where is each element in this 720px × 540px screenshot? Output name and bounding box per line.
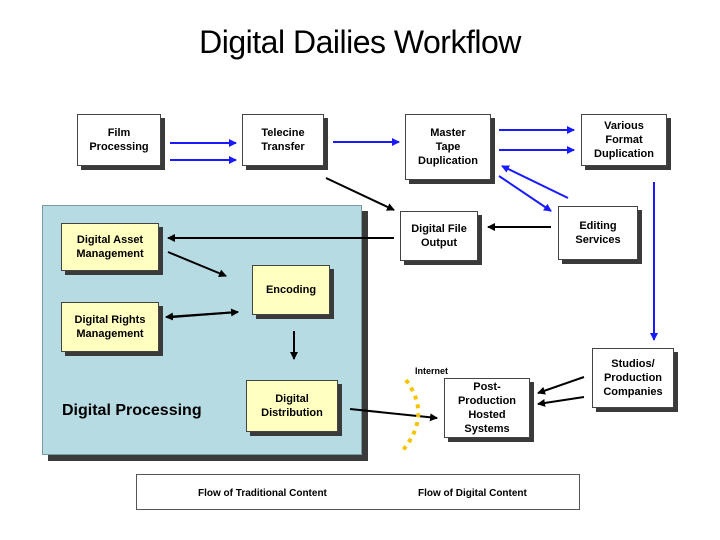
legend-traditional-label: Flow of Traditional Content xyxy=(198,488,327,499)
arrow-encoding-to-rights xyxy=(165,311,239,321)
film-processing-box: Film Processing xyxy=(77,114,161,166)
arrow-master-to-editing xyxy=(498,175,552,212)
arrow-asset-to-encoding xyxy=(167,251,227,278)
internet-arc xyxy=(401,378,421,452)
arrow-distribution-to-post xyxy=(349,408,438,422)
legend xyxy=(136,474,580,510)
legend-digital-label: Flow of Digital Content xyxy=(418,488,527,499)
studios-production-companies-box: Studios/ Production Companies xyxy=(592,348,674,408)
digital-file-output-box: Digital File Output xyxy=(400,211,478,261)
various-format-duplication-box: Various Format Duplication xyxy=(581,114,667,166)
internet-label: Internet xyxy=(415,366,449,376)
arrow-studios-to-post-2 xyxy=(537,396,585,407)
arrow-studios-to-post-1 xyxy=(537,376,585,395)
arrow-editing-to-master xyxy=(501,165,569,199)
digital-asset-management-box: Digital Asset Management xyxy=(61,223,159,271)
digital-rights-management-box: Digital Rights Management xyxy=(61,302,159,352)
digital-processing-label: Digital Processing xyxy=(62,402,202,419)
arrow-telecine-to-file-output xyxy=(325,177,395,211)
post-production-hosted-systems-box: Post- Production Hosted Systems xyxy=(444,378,530,438)
telecine-transfer-box: Telecine Transfer xyxy=(242,114,324,166)
digital-distribution-box: Digital Distribution xyxy=(246,380,338,432)
page-title: Digital Dailies Workflow xyxy=(199,24,521,60)
master-tape-duplication-box: Master Tape Duplication xyxy=(405,114,491,180)
encoding-box: Encoding xyxy=(252,265,330,315)
editing-services-box: Editing Services xyxy=(558,206,638,260)
